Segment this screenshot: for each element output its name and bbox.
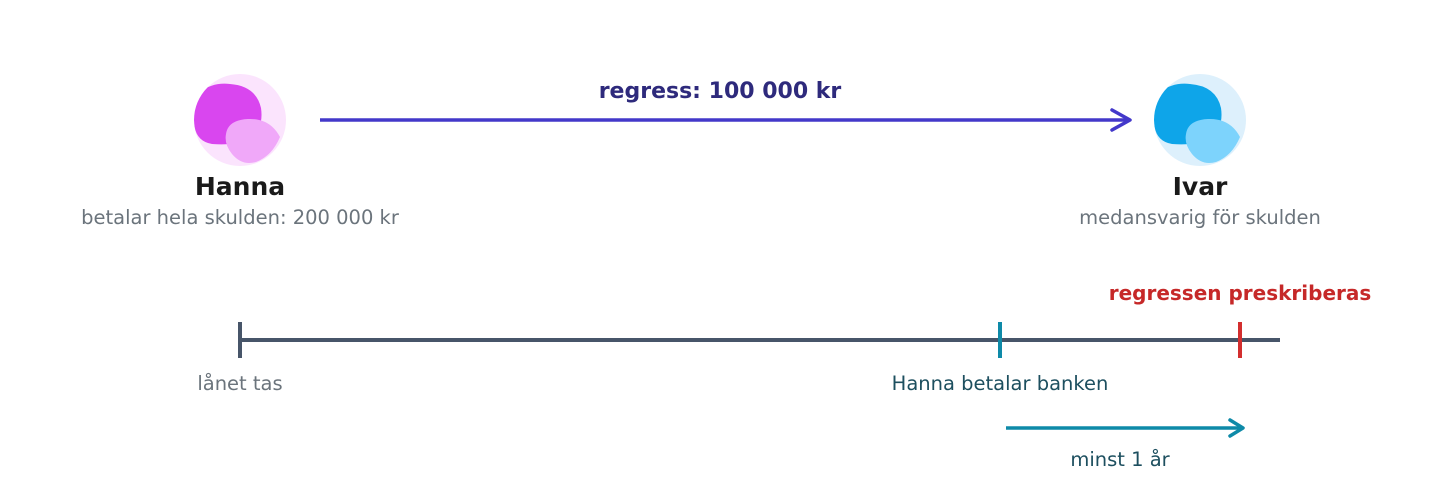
hanna-pays-label: Hanna betalar banken (891, 372, 1109, 395)
regress-arrow (320, 108, 1132, 132)
ivar-note: medansvarig för skulden (1079, 206, 1321, 229)
interval-arrowhead (1228, 418, 1245, 438)
hanna-avatar (194, 74, 286, 166)
regress-label: regress: 100 000 kr (598, 79, 842, 104)
prescription-label: regressen preskriberas (1108, 281, 1372, 305)
ivar-avatar-front-shape (1185, 118, 1240, 163)
hanna-note: betalar hela skulden: 200 000 kr (81, 206, 399, 229)
regress-arrowhead (1110, 108, 1132, 132)
hanna-avatar-front-shape (225, 118, 280, 163)
timeline (238, 322, 1280, 358)
hanna-name: Hanna (194, 172, 286, 201)
interval-label: minst 1 år (1070, 448, 1170, 471)
interval-arrow (1006, 418, 1245, 438)
loan-taken-label: lånet tas (197, 372, 283, 395)
ivar-name: Ivar (1172, 172, 1228, 201)
ivar-avatar (1154, 74, 1246, 166)
